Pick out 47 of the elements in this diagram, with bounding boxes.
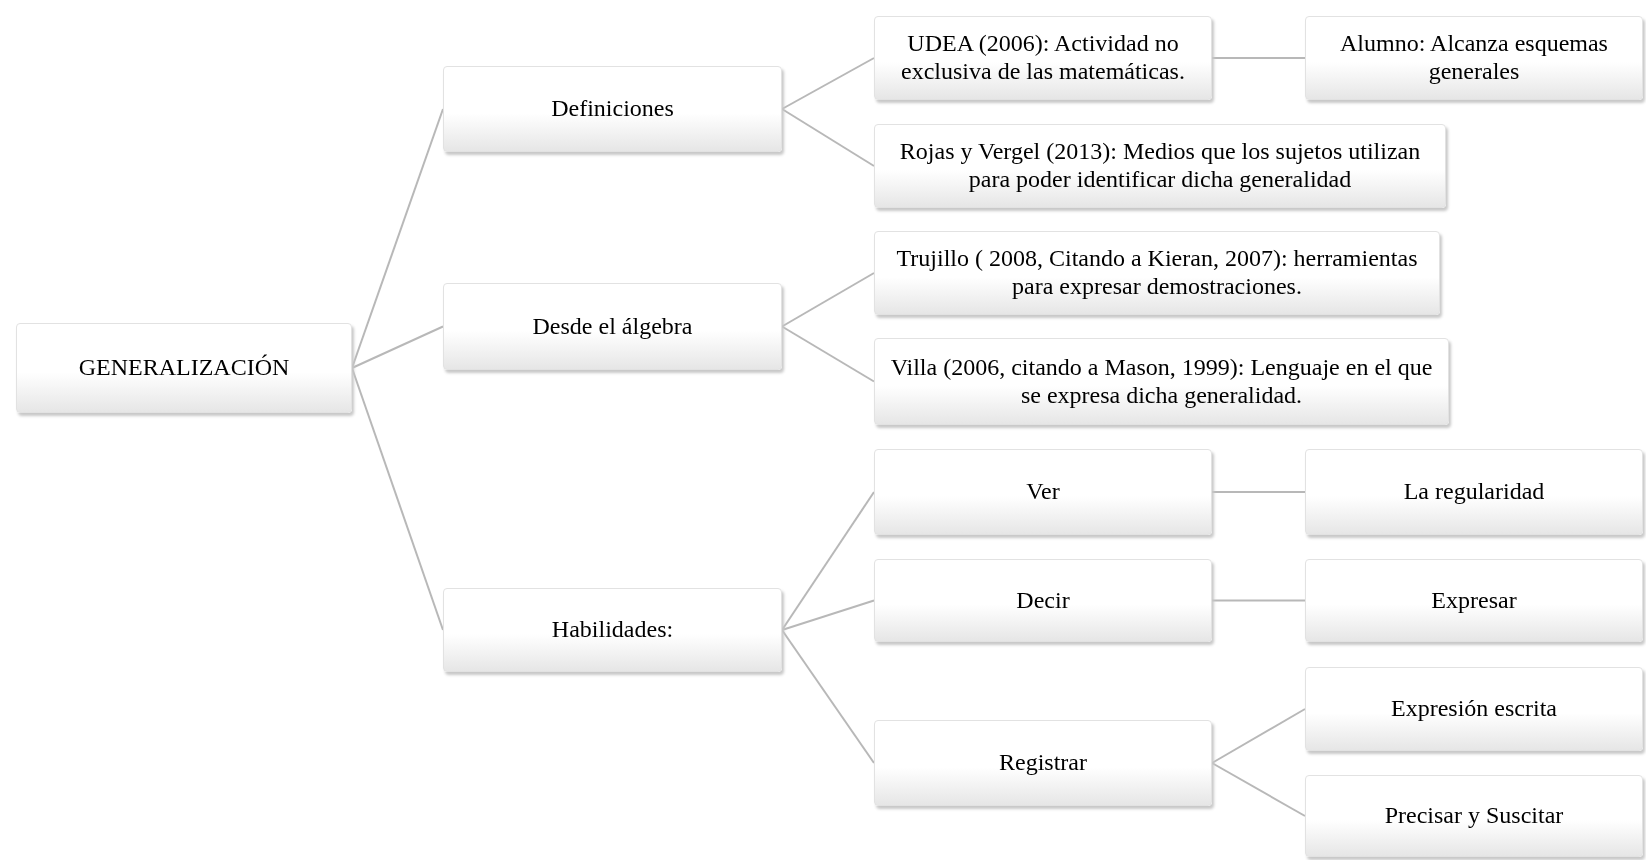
connector-line — [781, 491, 875, 631]
node-text: Habilidades: — [551, 616, 674, 644]
node-text: Precisar y Suscitar — [1384, 802, 1564, 830]
concept-box — [443, 66, 782, 152]
node-text: Definiciones — [551, 95, 674, 123]
connector-line — [781, 272, 875, 328]
concept-box — [16, 323, 352, 413]
concept-box — [874, 720, 1212, 806]
concept-box — [1305, 16, 1643, 100]
node-text: Expresión escrita — [1391, 695, 1557, 723]
connector-line — [1211, 762, 1306, 817]
connector-line — [1211, 599, 1306, 602]
node-text: UDEA (2006): Actividad no exclusiva de las matemáticas. — [900, 30, 1186, 86]
concept-box — [443, 283, 782, 370]
connector-line — [781, 599, 875, 631]
connector-line — [781, 325, 875, 383]
node-text: La regularidad — [1403, 478, 1545, 506]
connector-line — [781, 57, 875, 110]
node-text: Registrar — [999, 749, 1087, 777]
connector-line — [351, 325, 444, 369]
concept-box — [874, 559, 1212, 642]
node-text: Rojas y Vergel (2013): Medios que los sujetos utilizan para poder identificar dicha generalidad — [898, 138, 1422, 194]
connector-line — [1211, 708, 1306, 764]
node-text: Ver — [1026, 478, 1060, 506]
concept-box — [1305, 775, 1643, 857]
node-text: Decir — [1016, 586, 1070, 615]
concept-box — [1305, 449, 1643, 535]
connector-line — [781, 108, 875, 167]
connector-line — [1211, 491, 1306, 493]
connector-line — [351, 367, 444, 631]
concept-box — [874, 338, 1449, 425]
connector-line — [781, 629, 875, 764]
connector-line — [351, 108, 444, 369]
node-text: Expresar — [1431, 586, 1517, 615]
concept-box — [874, 449, 1212, 535]
concept-box — [874, 231, 1440, 315]
node-text: Trujillo ( 2008, Citando a Kieran, 2007): herramientas para expresar demostraciones. — [895, 245, 1419, 301]
concept-box — [874, 16, 1212, 100]
node-text: Desde el álgebra — [532, 312, 693, 341]
concept-box — [443, 588, 782, 672]
concept-box — [1305, 559, 1643, 642]
concept-box — [1305, 667, 1643, 751]
connector-line — [1211, 57, 1306, 59]
node-text: GENERALIZACIÓN — [78, 354, 290, 382]
concept-box — [874, 124, 1446, 208]
node-text: Alumno: Alcanza esquemas generales — [1339, 30, 1609, 86]
node-text: Villa (2006, citando a Mason, 1999): Lenguaje en el que se expresa dicha generalidad. — [889, 353, 1434, 410]
